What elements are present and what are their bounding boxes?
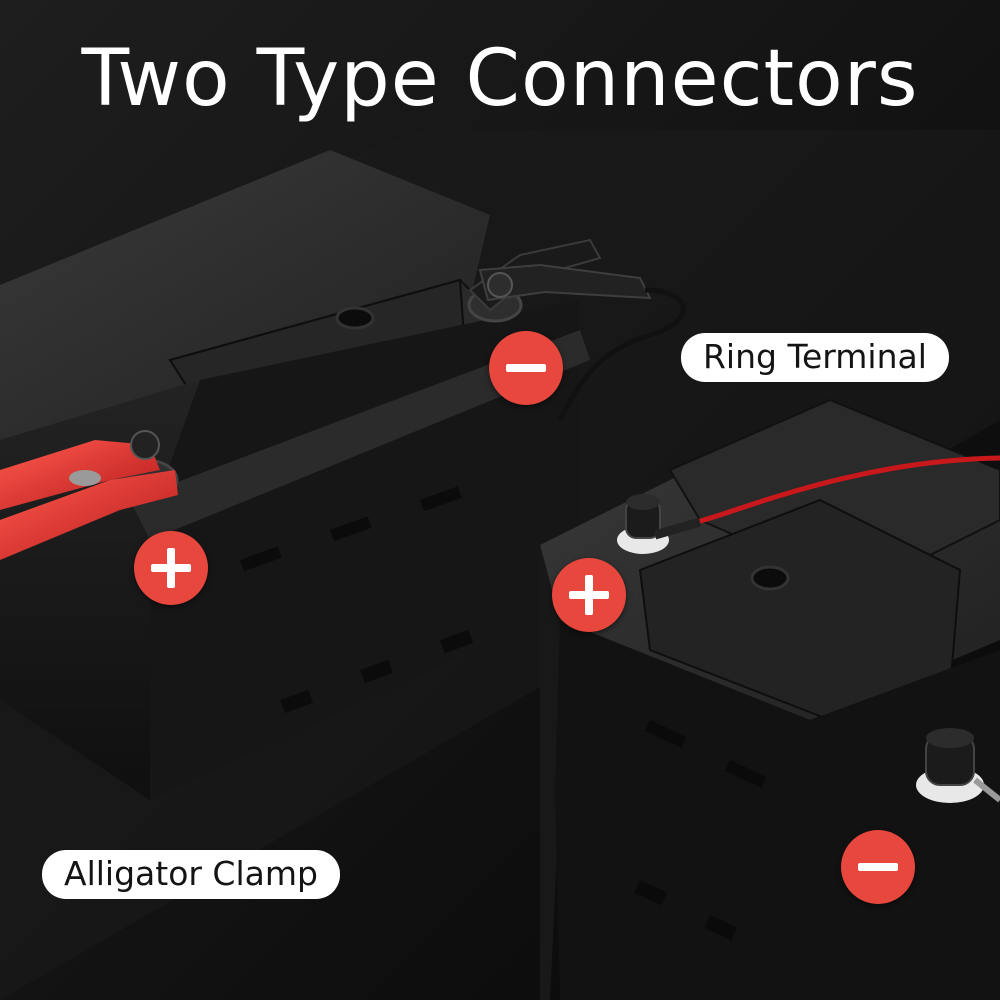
ring-terminal-label: Ring Terminal (681, 333, 949, 382)
minus-icon (841, 830, 915, 904)
plus-icon (134, 531, 208, 605)
black-clamp-wire (557, 287, 686, 422)
minus-icon (489, 331, 563, 405)
right-battery-side (555, 620, 1000, 1000)
left-battery-top (0, 150, 490, 440)
alligator-clamp-label: Alligator Clamp (42, 850, 340, 899)
ring-terminal-wire (653, 455, 1000, 540)
left-battery-rim (130, 330, 590, 540)
plus-icon (552, 558, 626, 632)
right-battery (540, 398, 1000, 1000)
left-battery-vent (335, 306, 375, 330)
left-battery-ribs (240, 486, 473, 714)
headline-title: Two Type Connectors (81, 34, 919, 124)
right-terminal-negative (916, 728, 1000, 803)
black-alligator-clamp (468, 238, 686, 422)
left-battery-side (150, 300, 580, 800)
right-battery-front (540, 545, 560, 1000)
right-battery-vent (750, 565, 790, 591)
right-battery-ribs (634, 720, 767, 941)
red-alligator-clamp (0, 430, 178, 560)
right-terminal-positive (617, 494, 669, 554)
